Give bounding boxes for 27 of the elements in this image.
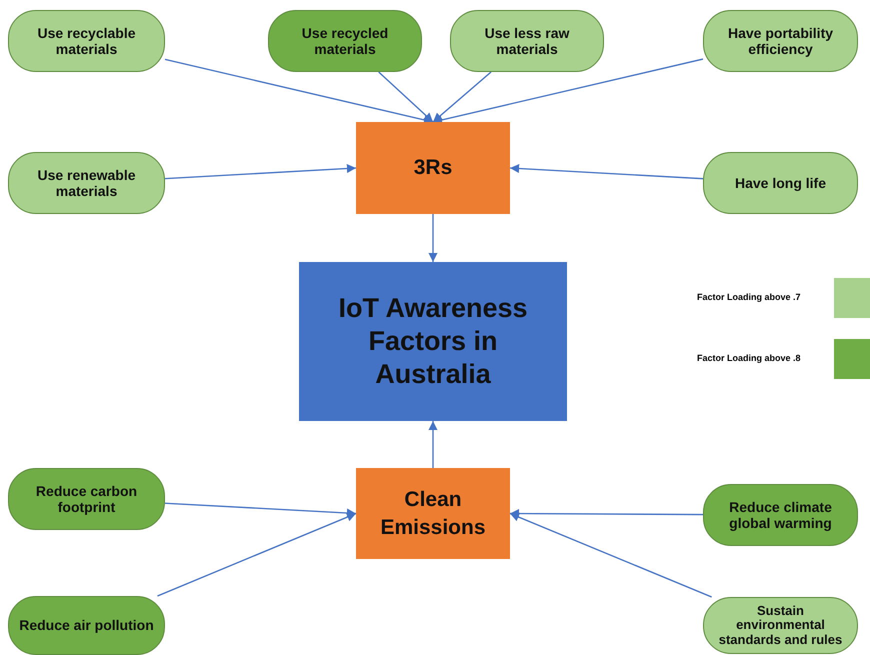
factor-pill: Have long life bbox=[703, 152, 858, 214]
factor-pill: Sustain environmental standards and rules bbox=[703, 597, 858, 654]
factor-pill: Use renewable materials bbox=[8, 152, 165, 214]
factor-pill: Reduce carbon footprint bbox=[8, 468, 165, 530]
arrow bbox=[428, 421, 438, 468]
factor-pill: Have portability efficiency bbox=[703, 10, 858, 72]
arrow bbox=[510, 512, 712, 598]
arrow bbox=[157, 512, 356, 597]
main-box: IoT Awareness Factors in Australia bbox=[299, 262, 567, 421]
factor-pill: Use recyclable materials bbox=[8, 10, 165, 72]
arrow bbox=[432, 72, 492, 122]
arrow bbox=[510, 164, 704, 180]
factor-pill: Use less raw materials bbox=[450, 10, 604, 72]
arrow bbox=[164, 164, 356, 180]
arrow bbox=[432, 58, 704, 124]
legend-label: Factor Loading above .8 bbox=[697, 353, 801, 363]
factor-pill: Reduce climate global warming bbox=[703, 484, 858, 546]
category-box: 3Rs bbox=[356, 122, 510, 214]
arrow bbox=[378, 72, 434, 122]
category-box: Clean Emissions bbox=[356, 468, 510, 559]
arrow bbox=[428, 214, 438, 262]
arrow bbox=[164, 58, 434, 124]
arrow bbox=[510, 509, 703, 518]
arrow bbox=[164, 502, 356, 518]
factor-pill: Use recycled materials bbox=[268, 10, 422, 72]
legend-label: Factor Loading above .7 bbox=[697, 292, 801, 302]
factor-pill: Reduce air pollution bbox=[8, 596, 165, 655]
